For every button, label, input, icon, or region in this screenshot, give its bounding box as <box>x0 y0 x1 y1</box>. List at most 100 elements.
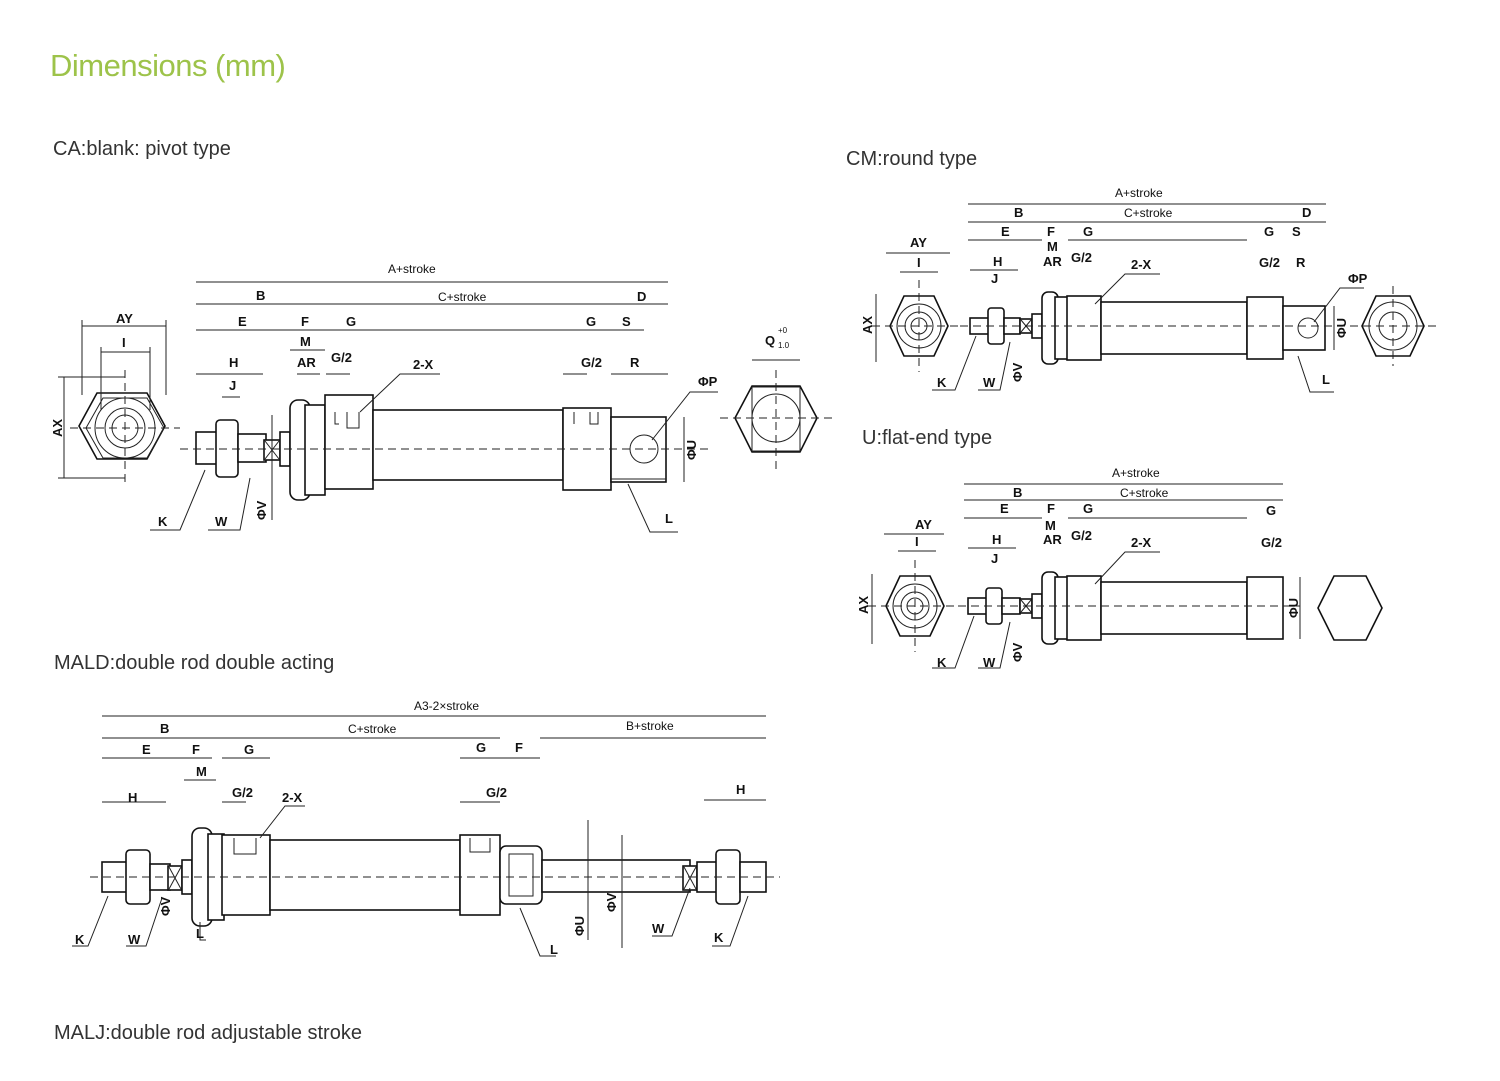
mald-label-l-2: L <box>550 942 558 957</box>
cm-cylinder-body <box>960 291 1350 365</box>
ca-label-h: H <box>229 355 238 370</box>
ca-label-s: S <box>622 314 631 329</box>
ca-label-i: I <box>122 335 126 350</box>
u-label-2x: 2-X <box>1131 535 1152 550</box>
cm-label-h: H <box>993 254 1002 269</box>
ca-label-k: K <box>158 514 168 529</box>
cm-label-f: F <box>1047 224 1055 239</box>
mald-label-a3-stroke: A3-2×stroke <box>414 699 479 713</box>
cm-label-g-2: G <box>1264 224 1274 239</box>
cm-label-g2: G/2 <box>1071 250 1092 265</box>
ca-label-g: G <box>346 314 356 329</box>
mald-label-phiv: ΦV <box>604 892 619 912</box>
cm-label-phiu: ΦU <box>1334 318 1349 338</box>
mald-label-e: E <box>142 742 151 757</box>
ca-label-m: M <box>300 334 311 349</box>
u-label-g2: G/2 <box>1071 528 1092 543</box>
cm-label-a-stroke: A+stroke <box>1115 186 1163 200</box>
svg-text:+0: +0 <box>778 326 788 335</box>
mald-cylinder-body <box>90 827 780 927</box>
mald-label-f: F <box>192 742 200 757</box>
u-label-f: F <box>1047 501 1055 516</box>
ca-label-phip: ΦP <box>698 374 718 389</box>
u-label-phiv: ΦV <box>1010 642 1025 662</box>
u-end-view <box>868 560 962 652</box>
mald-label-h-2: H <box>736 782 745 797</box>
u-label-phiu: ΦU <box>1286 598 1301 618</box>
ca-label-phiv: ΦV <box>254 500 269 520</box>
cm-label-w: W <box>983 375 996 390</box>
ca-label-g2-2: G/2 <box>581 355 602 370</box>
mald-label-w-2: W <box>652 921 665 936</box>
u-label-c-stroke: C+stroke <box>1120 486 1169 500</box>
cm-label-s: S <box>1292 224 1301 239</box>
u-label-ay: AY <box>915 517 932 532</box>
section-title-u: U:flat-end type <box>862 427 993 449</box>
u-label-b: B <box>1013 485 1022 500</box>
mald-label-m: M <box>196 764 207 779</box>
cm-end-view <box>872 280 966 372</box>
u-label-ar: AR <box>1043 532 1062 547</box>
ca-label-c-stroke: C+stroke <box>438 290 487 304</box>
u-label-g-2: G <box>1266 503 1276 518</box>
cm-label-g2-2: G/2 <box>1259 255 1280 270</box>
cm-label-i: I <box>917 255 921 270</box>
ca-rear-view <box>720 359 832 470</box>
mald-label-f-2: F <box>515 740 523 755</box>
cm-label-phiv: ΦV <box>1010 362 1025 382</box>
u-label-ax: AX <box>856 596 871 614</box>
cm-label-m: M <box>1047 239 1058 254</box>
u-label-i: I <box>915 534 919 549</box>
mald-label-2x: 2-X <box>282 790 303 805</box>
ca-label-e: E <box>238 314 247 329</box>
cm-label-l: L <box>1322 372 1330 387</box>
ca-label-g2: G/2 <box>331 350 352 365</box>
u-cylinder-body <box>958 571 1300 645</box>
mald-label-g: G <box>244 742 254 757</box>
cm-label-ar: AR <box>1043 254 1062 269</box>
mald-label-h: H <box>128 790 137 805</box>
mald-label-b: B <box>160 721 169 736</box>
section-title-cm: CM:round type <box>846 148 978 170</box>
mald-label-c-stroke: C+stroke <box>348 722 397 736</box>
section-title-ca: CA:blank: pivot type <box>53 138 231 160</box>
cm-label-e: E <box>1001 224 1010 239</box>
ca-label-w: W <box>215 514 228 529</box>
u-label-j: J <box>991 551 998 566</box>
cm-label-phip: ΦP <box>1348 271 1368 286</box>
ca-label-a-stroke: A+stroke <box>388 262 436 276</box>
mald-label-phiu: ΦU <box>572 916 587 936</box>
cm-label-c-stroke: C+stroke <box>1124 206 1173 220</box>
mald-label-k-2: K <box>714 930 724 945</box>
u-label-w: W <box>983 655 996 670</box>
ca-label-d: D <box>637 289 646 304</box>
page-title: Dimensions (mm) <box>50 48 286 83</box>
ca-label-g-2: G <box>586 314 596 329</box>
ca-label-ar: AR <box>297 355 316 370</box>
cm-label-b: B <box>1014 205 1023 220</box>
u-rear-view <box>1317 575 1383 641</box>
mald-label-k: K <box>75 932 85 947</box>
cm-label-ax: AX <box>860 316 875 334</box>
ca-label-b: B <box>256 288 265 303</box>
ca-label-r: R <box>630 355 640 370</box>
svg-text:1.0: 1.0 <box>778 341 790 350</box>
u-label-g: G <box>1083 501 1093 516</box>
u-label-m: M <box>1045 518 1056 533</box>
cm-label-k: K <box>937 375 947 390</box>
section-title-mald: MALD:double rod double acting <box>54 652 335 674</box>
ca-label-ax: AX <box>50 419 65 437</box>
cm-label-ay: AY <box>910 235 927 250</box>
ca-label-j: J <box>229 378 236 393</box>
ca-label-ay: AY <box>116 311 133 326</box>
ca-label-q: Q <box>765 333 775 348</box>
u-label-a-stroke: A+stroke <box>1112 466 1160 480</box>
ca-label-phiu: ΦU <box>684 440 699 460</box>
cm-label-g: G <box>1083 224 1093 239</box>
mald-label-l: L <box>196 926 204 941</box>
mald-label-g-2: G <box>476 740 486 755</box>
